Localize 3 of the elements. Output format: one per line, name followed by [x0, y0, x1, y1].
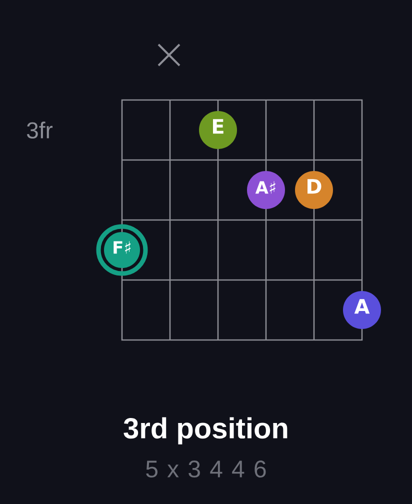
title: 3rd position	[124, 417, 288, 444]
fret-label: 3fr	[26, 122, 53, 139]
caption: 5 x 3 4 4 6	[146, 460, 266, 478]
